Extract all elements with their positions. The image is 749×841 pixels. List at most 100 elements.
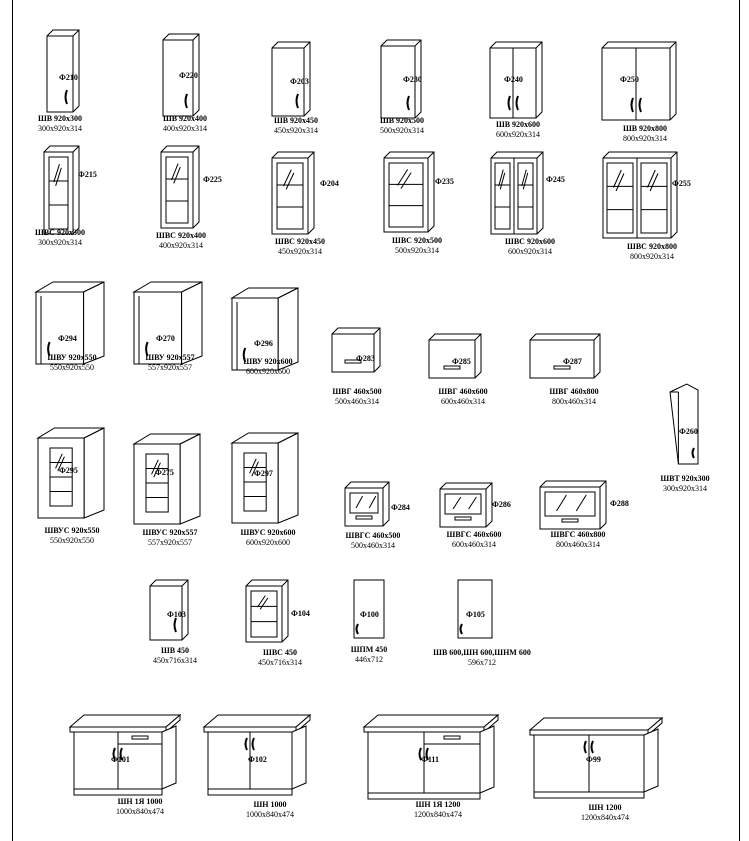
facade-code: Ф105 [466,610,485,619]
cabinet-drawing [132,433,201,525]
cabinet-name: ШВУС 920x557 [142,528,198,537]
cabinet-side [181,281,203,365]
cabinet-dimensions: 550x920x550 [50,363,94,372]
cabinet-name: ШВ 920x300 [37,114,83,123]
glass-reflection [522,172,529,190]
cabinet-illustration [353,579,385,639]
cabinet-illustration [457,579,493,639]
cabinet-name: ШВУ 920x557 [145,353,195,362]
door-handle [242,347,247,363]
cabinet-dimensions: 450x920x314 [278,247,322,256]
cabinet-name: ШВТ 920x300 [660,474,710,483]
door-handle [355,623,359,635]
cabinet-illustration [68,713,182,796]
cabinet-dimensions: 550x920x550 [50,536,94,545]
facade-code: Ф225 [203,175,222,184]
cabinet-drawing [383,151,435,233]
cabinet-dimensions: 800x460x314 [552,397,596,406]
cabinet-dimensions: 557x920x557 [148,538,192,547]
line [599,480,607,488]
cabinet-drawing [539,480,607,530]
glass-panel [276,162,304,230]
cabinet-dimensions: 300x920x314 [38,238,82,247]
door-handle [443,365,461,370]
cabinet-drawing [344,481,390,527]
cabinet-name: ШВ 600,ШН 600,ШНМ 600 [433,648,531,657]
cabinet-name: ШВУ 920x600 [243,357,293,366]
cabinet-drawing [669,383,699,465]
facade-code: Ф220 [179,71,198,80]
door-handle [418,747,422,761]
cabinet-illustration [362,713,500,800]
cabinet-drawing [46,29,80,113]
facade-code: Ф230 [403,75,422,84]
glass-panel [349,492,379,514]
door-handle [515,95,519,111]
cabinet-body [428,333,482,379]
cabinet-name: ШВС 920x500 [392,236,442,245]
door-handle [145,341,149,357]
cabinet-name: ШВ 920x400 [162,114,208,123]
line [192,33,200,41]
cabinet-illustration [428,333,482,379]
cabinet-side [277,432,299,524]
cabinet-drawing [457,579,493,639]
cabinet-body [331,327,381,373]
door-handle [630,97,634,113]
cabinet-dimensions: 1000x840x474 [116,807,164,816]
line [593,333,601,341]
facade-code: Ф204 [320,179,339,188]
cabinet-illustration [383,151,435,233]
cabinet-body [601,41,677,121]
glass-reflection [251,461,259,477]
cabinet-dimensions: 500x460x314 [335,397,379,406]
cabinet-name: ШВ 920x600 [495,120,541,129]
cabinet-name: ШВС 920x450 [275,237,325,246]
cabinet-illustration [601,41,677,121]
facade-code: Ф102 [248,755,267,764]
cabinet-side [83,281,105,365]
door-handle [131,735,149,740]
cabinet-drawing [230,287,299,371]
cabinet-dimensions: 500x920x314 [380,126,424,135]
facade-code: Ф284 [391,503,410,512]
line [536,151,544,159]
cabinet-illustration [439,482,493,528]
door-handle [251,737,255,751]
door-handle [344,359,362,364]
facade-code: Ф215 [78,170,97,179]
door-handle [691,447,695,459]
cabinet-name: ШВГ 460x500 [332,387,382,396]
facade-code: Ф250 [620,75,639,84]
door-handle [638,97,642,113]
cabinet-illustration [602,151,678,239]
cabinet-drawing [490,151,544,235]
worktop-top [202,714,312,728]
cabinet-dimensions: 800x920x314 [630,252,674,261]
glass-reflection [57,456,65,472]
facade-code: Ф203 [290,77,309,86]
door-handle [425,747,429,761]
cabinet-dimensions: 600x920x314 [508,247,552,256]
cabinet-name: ШВС 920x300 [35,228,85,237]
worktop-edge [69,726,167,733]
line [485,482,493,490]
cabinet-illustration [669,383,699,465]
cabinet-drawing [149,579,189,641]
cabinet-drawing [271,151,315,235]
glass-reflection [355,495,364,509]
cabinet-illustration [43,145,80,235]
glass-panel [640,162,668,234]
door-handle [173,617,177,633]
cabinet-drawing [202,713,312,796]
